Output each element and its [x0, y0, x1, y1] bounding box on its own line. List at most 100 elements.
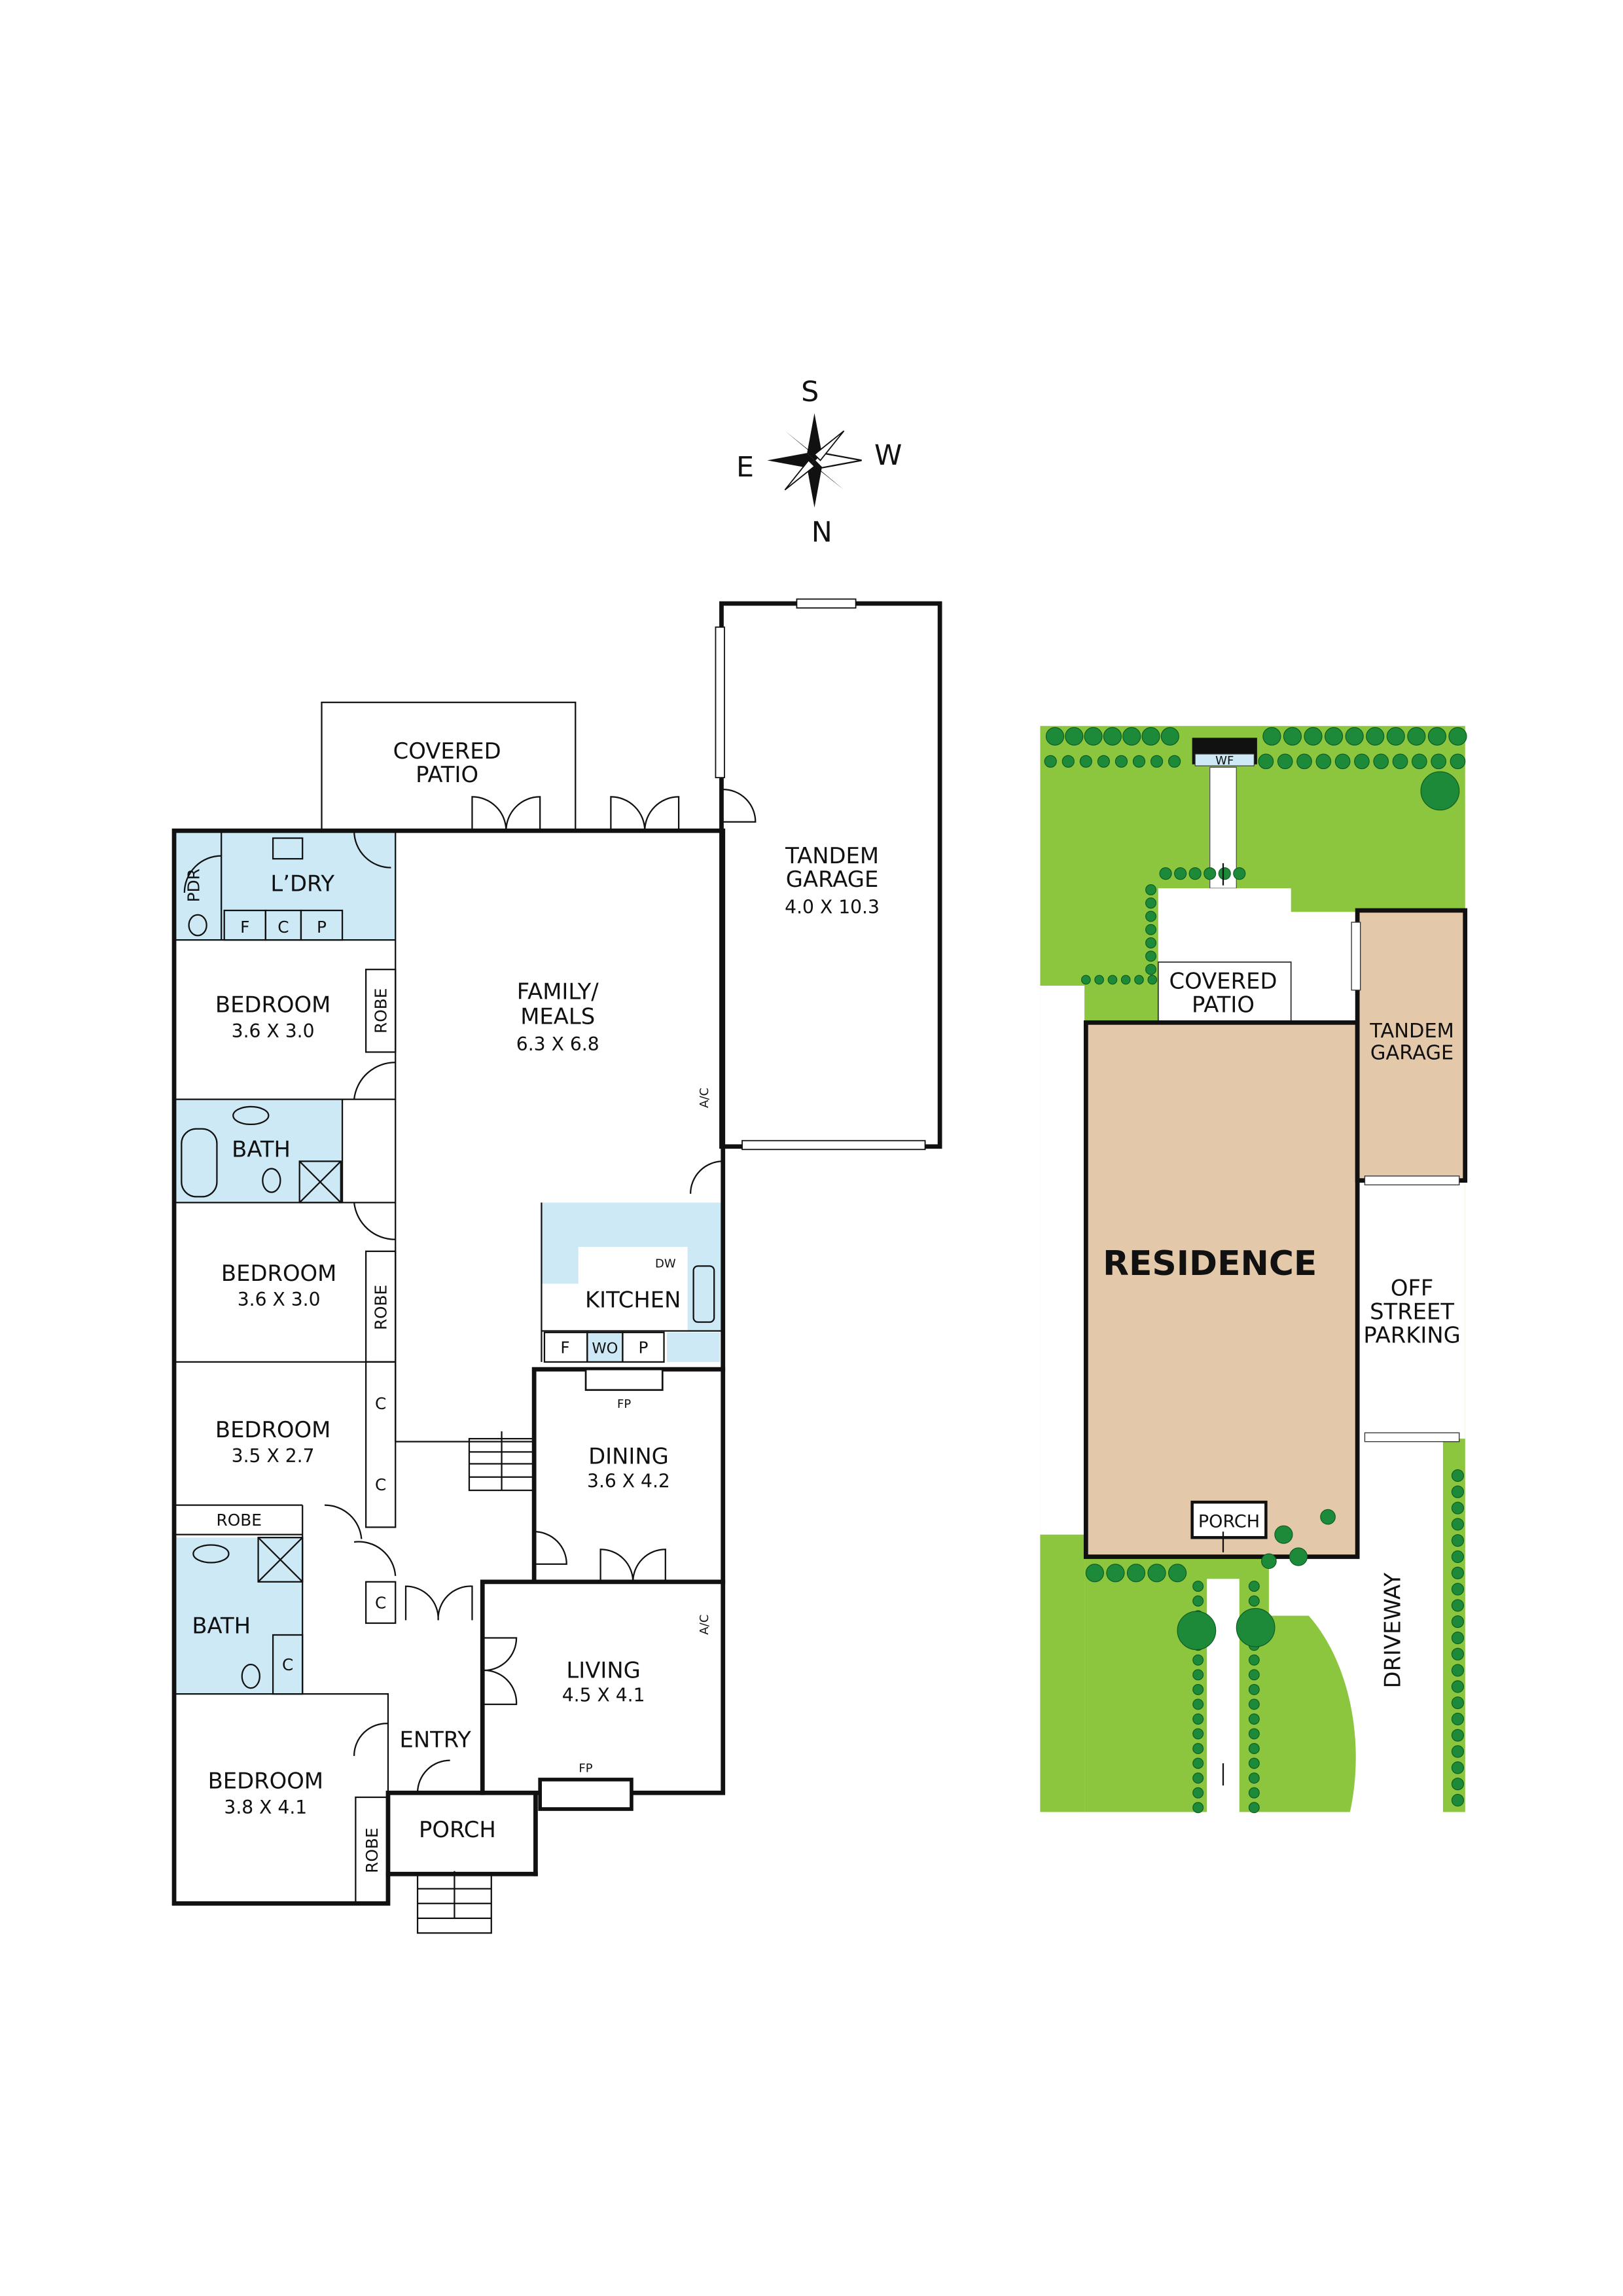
- shrub-icon: [1248, 1595, 1260, 1607]
- shrub-icon: [1061, 755, 1075, 768]
- wf-label: WF: [1215, 754, 1234, 768]
- shrub-icon: [1107, 975, 1118, 985]
- site-covered-patio-label: COVERED: [1169, 969, 1277, 994]
- living-fireplace: [538, 1778, 633, 1811]
- shrub-icon: [1192, 1728, 1204, 1740]
- shrub-icon: [1134, 975, 1144, 985]
- shrub-icon: [1248, 1787, 1260, 1799]
- shrub-icon: [1451, 1469, 1465, 1482]
- closet-label-2: C: [375, 1475, 386, 1494]
- shrub-icon: [1079, 755, 1092, 768]
- ac-label-2: A/C: [698, 1615, 711, 1635]
- shrub-icon: [1277, 753, 1293, 770]
- shrub-icon: [1248, 1713, 1260, 1725]
- robe4-label: ROBE: [363, 1827, 382, 1873]
- kitchen-bench: [541, 1202, 723, 1331]
- shrub-icon: [1141, 726, 1160, 746]
- kitchen-label: KITCHEN: [585, 1287, 681, 1312]
- porch-label: PORCH: [419, 1817, 496, 1842]
- closets: [365, 1361, 397, 1528]
- shrub-icon: [1192, 1683, 1204, 1695]
- shrub-icon: [1451, 1550, 1465, 1564]
- shrub-icon: [1451, 1712, 1465, 1726]
- family-label: FAMILY/: [517, 978, 599, 1004]
- dining-label: DINING: [588, 1443, 669, 1469]
- shrub-icon: [1261, 1553, 1277, 1570]
- shrub-icon: [1296, 753, 1312, 770]
- robe1: [365, 969, 397, 1053]
- robe4: [355, 1796, 389, 1905]
- shrub-icon: [1248, 1757, 1260, 1769]
- shrub-icon: [1103, 726, 1122, 746]
- shrub-icon: [1248, 1698, 1260, 1710]
- covered-patio-label-2: PATIO: [416, 762, 478, 787]
- closet-label: C: [375, 1394, 386, 1413]
- shrub-icon: [1451, 1566, 1465, 1579]
- site-covered-patio: [1157, 961, 1292, 1024]
- site-garage-label-2: GARAGE: [1370, 1042, 1454, 1065]
- shrub-icon: [1262, 726, 1281, 746]
- svg-text:P: P: [639, 1338, 649, 1357]
- shrub-icon: [1094, 975, 1104, 985]
- shrub-icon: [1192, 1772, 1204, 1784]
- shrub-icon: [1248, 1772, 1260, 1784]
- site-covered-patio-label-2: PATIO: [1192, 992, 1255, 1018]
- shrub-icon: [1431, 753, 1446, 770]
- bath-fixtures: [181, 837, 715, 1689]
- shrub-icon: [1373, 753, 1389, 770]
- bath-area: [175, 1099, 343, 1203]
- shrub-icon: [1126, 1564, 1146, 1583]
- shrub-icon: [1451, 1647, 1465, 1660]
- closet-entry: [365, 1581, 397, 1624]
- garage-label: TANDEM: [785, 843, 879, 869]
- shrub-icon: [1233, 867, 1246, 880]
- shrub-icon: [1218, 867, 1231, 880]
- stairs: [416, 1431, 535, 1934]
- shrub-icon: [1366, 726, 1385, 746]
- dining-fp-label: FP: [617, 1397, 631, 1411]
- compass-w: W: [874, 439, 902, 472]
- garage-dimensions: 4.0 X 10.3: [785, 897, 880, 918]
- shrub-icon: [1168, 755, 1181, 768]
- shrub-icon: [1147, 975, 1158, 985]
- robe3-label: ROBE: [217, 1511, 262, 1530]
- shrub-icon: [1325, 726, 1344, 746]
- closet-entry-label: C: [375, 1593, 386, 1612]
- living-label: LIVING: [566, 1657, 640, 1683]
- bedroom3-label: BEDROOM: [215, 1417, 330, 1443]
- svg-text:F: F: [240, 918, 249, 937]
- shrub-icon: [1145, 897, 1156, 909]
- site-residence: [1083, 1020, 1360, 1559]
- shrub-icon: [1120, 975, 1131, 985]
- shrub-icon: [1412, 753, 1427, 770]
- shrub-icon: [1407, 726, 1426, 746]
- covered-patio-label: COVERED: [393, 738, 501, 764]
- shrub-icon: [1188, 867, 1202, 880]
- shrub-icon: [1192, 1698, 1204, 1710]
- bedroom2-dimensions: 3.6 X 3.0: [238, 1289, 321, 1310]
- shrub-icon: [1132, 755, 1146, 768]
- bath-label: BATH: [232, 1137, 291, 1162]
- shrub-icon: [1248, 1581, 1260, 1592]
- shrub-icon: [1420, 771, 1460, 811]
- shrub-icon: [1174, 867, 1187, 880]
- shrub-icon: [1192, 1743, 1204, 1755]
- shrub-icon: [1451, 1615, 1465, 1628]
- shrub-icon: [1386, 726, 1405, 746]
- compass-rose-icon: [767, 413, 862, 508]
- family-label-2: MEALS: [520, 1004, 595, 1030]
- shrub-icon: [1451, 1761, 1465, 1774]
- site-porch-label: PORCH: [1198, 1511, 1260, 1532]
- closet-bath2: [272, 1634, 304, 1695]
- laundry-cupboards: F C P: [223, 909, 344, 941]
- shrub-icon: [1145, 937, 1156, 949]
- shrub-icon: [1274, 1525, 1293, 1544]
- shrub-icon: [1236, 1607, 1275, 1647]
- compass-n: N: [812, 516, 832, 548]
- shrub-icon: [1115, 755, 1128, 768]
- shrub-icon: [1451, 1729, 1465, 1742]
- shrub-icon: [1192, 1802, 1204, 1814]
- shrub-icon: [1354, 753, 1370, 770]
- shrub-icon: [1045, 726, 1065, 746]
